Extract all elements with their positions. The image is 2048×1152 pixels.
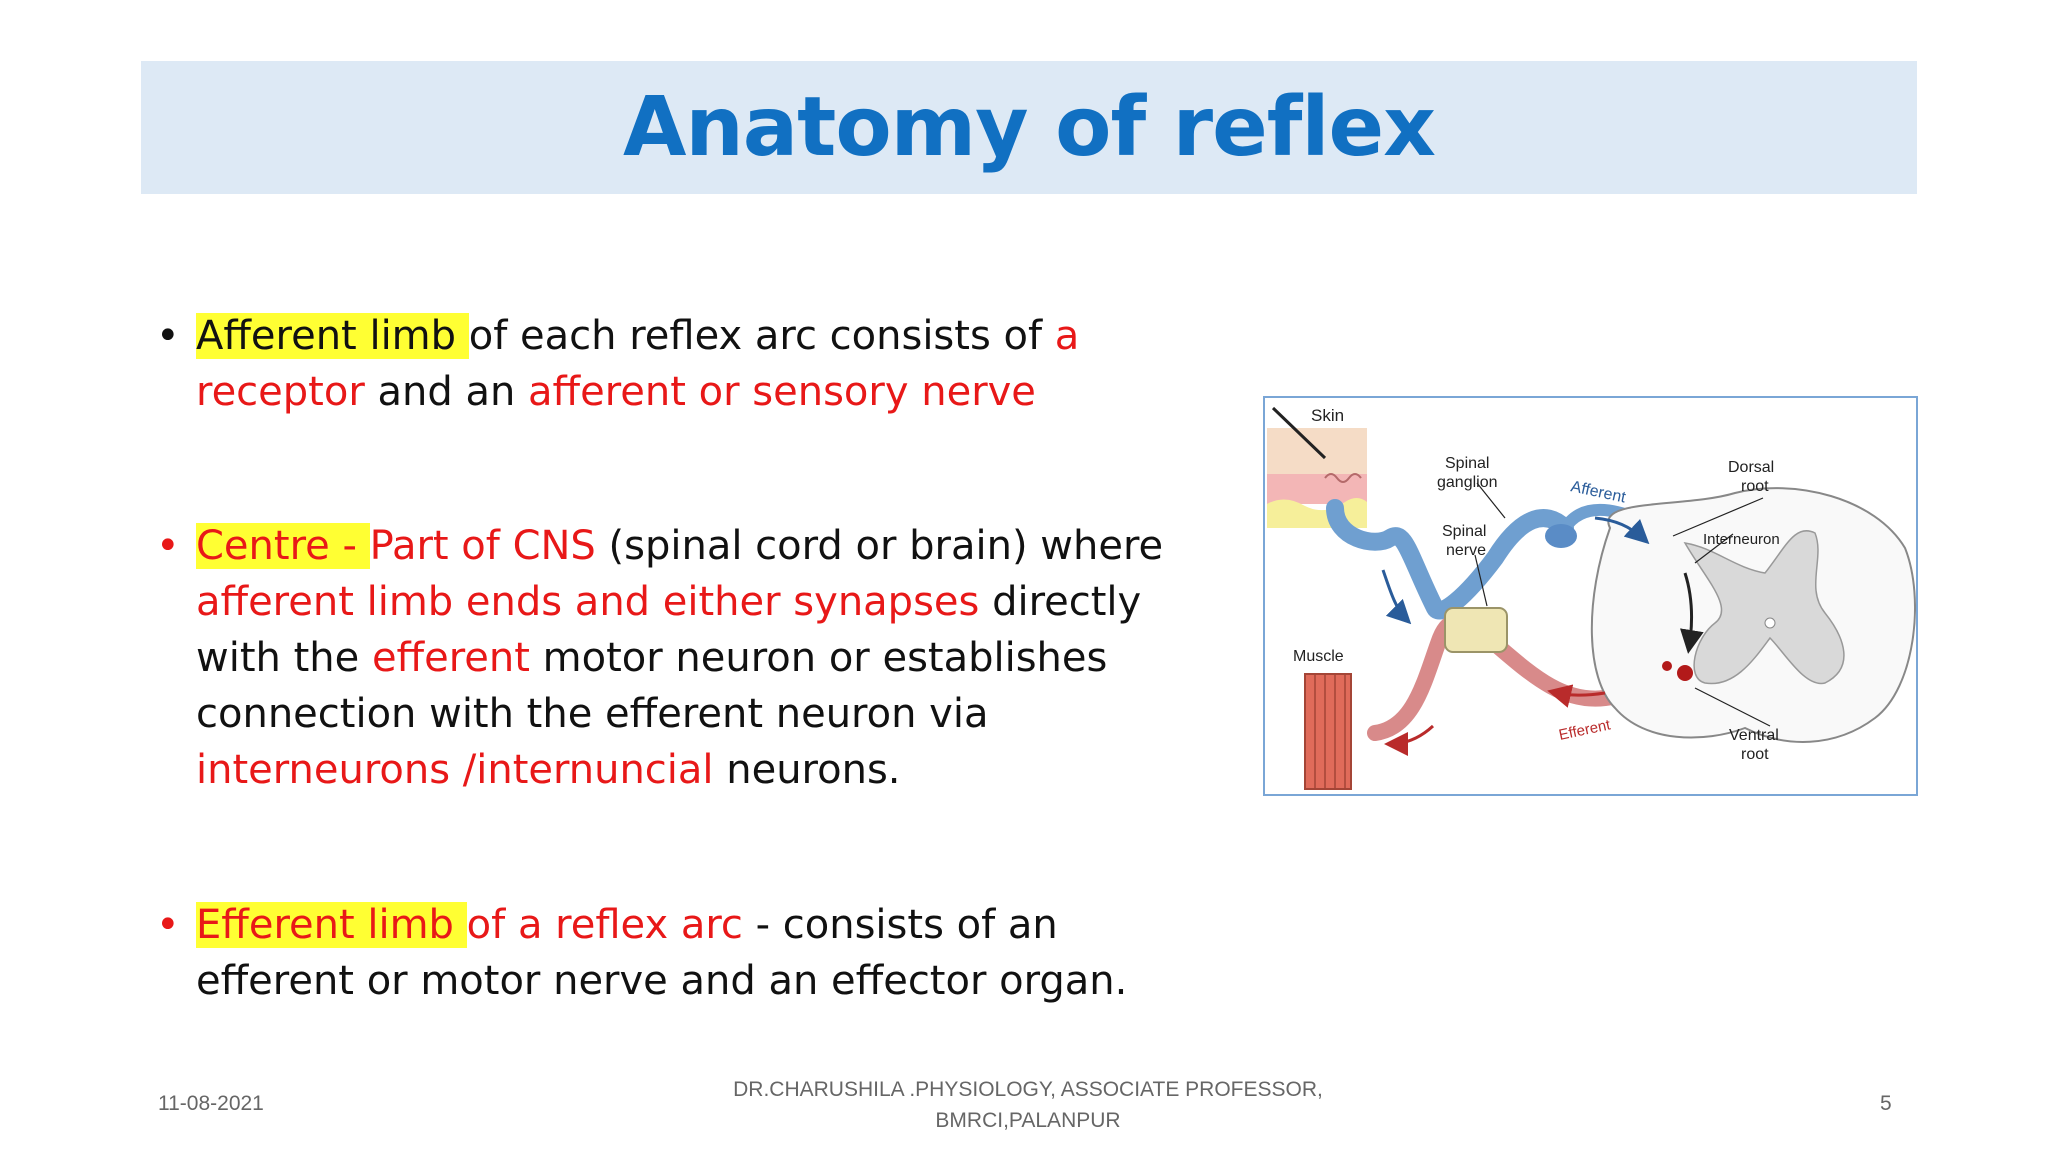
label-dorsal-root-1: Dorsal [1728, 459, 1774, 476]
text: - consists of an [742, 902, 1058, 948]
text: neurons. [713, 747, 901, 793]
text-red: afferent limb ends and either synapses [196, 579, 980, 625]
text: and an [364, 369, 529, 415]
title-banner: Anatomy of reflex [141, 61, 1917, 194]
label-spinal-nerve-1: Spinal [1442, 523, 1486, 540]
label-ventral-root-2: root [1741, 746, 1769, 763]
text: motor neuron or establishes [529, 635, 1108, 681]
text: with the [196, 635, 372, 681]
bullet-dot: • [156, 523, 180, 569]
footer-date: 11-08-2021 [158, 1092, 264, 1115]
reflex-arc-diagram: Skin Spinal ganglion Afferent Dorsal roo… [1263, 396, 1918, 796]
reflex-arc-svg: Skin Spinal ganglion Afferent Dorsal roo… [1267, 406, 1916, 790]
label-spinal-ganglion-1: Spinal [1445, 455, 1489, 472]
bullet-efferent-limb: • Efferent limb of a reflex arc - consis… [150, 897, 1127, 1009]
label-muscle: Muscle [1293, 648, 1344, 665]
footer-author: DR.CHARUSHILA .PHYSIOLOGY, ASSOCIATE PRO… [650, 1074, 1406, 1136]
muscle-block [1304, 673, 1352, 790]
highlight-centre: Centre - [196, 523, 370, 569]
bullet-centre: • Centre - Part of CNS (spinal cord or b… [150, 518, 1163, 798]
text-red: afferent or sensory nerve [528, 369, 1036, 415]
text: (spinal cord or brain) where [595, 523, 1164, 569]
spinal-cord [1590, 487, 1916, 743]
label-ventral-root-1: Ventral [1729, 727, 1779, 744]
bullet-dot: • [156, 313, 180, 359]
label-afferent: Afferent [1569, 478, 1628, 506]
afferent-nerve [1326, 499, 1574, 620]
label-interneuron: Interneuron [1703, 531, 1780, 548]
slide-title: Anatomy of reflex [622, 80, 1436, 175]
label-spinal-ganglion-2: ganglion [1437, 474, 1498, 491]
text-red: receptor [196, 369, 365, 415]
text-red: efferent [371, 635, 530, 681]
text-red: of a reflex arc [466, 902, 743, 948]
highlight-afferent-limb: Afferent limb [196, 313, 469, 359]
bullet-afferent-limb: • Afferent limb of each reflex arc consi… [150, 308, 1079, 420]
text: connection with the efferent neuron via [196, 691, 989, 737]
footer-author-line2: BMRCI,PALANPUR [935, 1109, 1121, 1132]
text: of each reflex arc consists of [468, 313, 1055, 359]
label-efferent: Efferent [1557, 716, 1612, 744]
spinal-nerve-junction [1444, 607, 1508, 653]
spinal-ganglion [1545, 524, 1577, 548]
bullet-dot: • [156, 902, 180, 948]
text-red: Part of CNS [369, 523, 596, 569]
footer-author-line1: DR.CHARUSHILA .PHYSIOLOGY, ASSOCIATE PRO… [733, 1078, 1323, 1101]
highlight-efferent-limb: Efferent limb [196, 902, 467, 948]
text-red: a [1054, 313, 1080, 359]
text: directly [979, 579, 1142, 625]
footer-page-number: 5 [1880, 1092, 1892, 1115]
motor-neuron-body [1677, 665, 1693, 681]
text: efferent or motor nerve and an effector … [196, 958, 1128, 1004]
label-dorsal-root-2: root [1741, 478, 1769, 495]
label-spinal-nerve-2: nerve [1446, 542, 1486, 559]
text-red: interneurons /internuncial [196, 747, 714, 793]
label-skin: Skin [1311, 406, 1344, 425]
skin-block [1267, 406, 1367, 528]
